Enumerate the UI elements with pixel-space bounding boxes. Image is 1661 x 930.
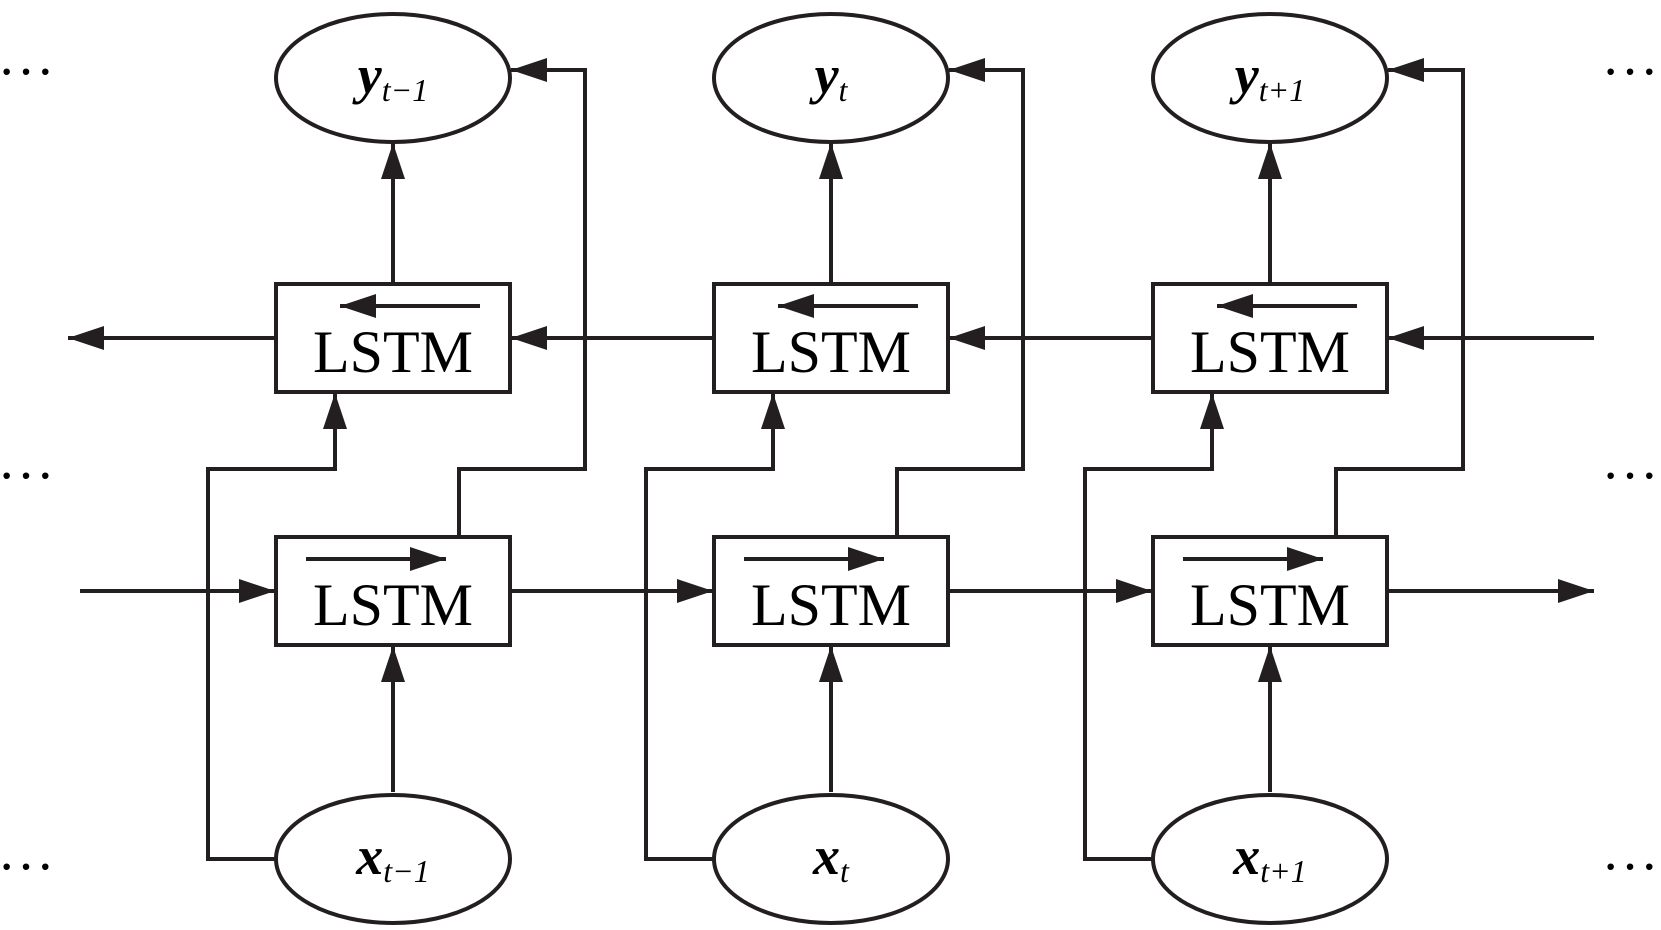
- ellipsis-left-middle: ···: [0, 453, 58, 498]
- output-node: [1151, 12, 1389, 144]
- ellipsis-left-bottom: ···: [0, 844, 58, 889]
- ellipsis-left-top: ···: [0, 49, 58, 94]
- backward-lstm-label: LSTM: [313, 319, 473, 385]
- timestep-group: yt LSTM LSTM xt: [644, 12, 1025, 925]
- input-to-backward-path: [644, 393, 785, 861]
- forward-to-output-path: [1334, 58, 1465, 537]
- ellipsis-right-bottom: ···: [1604, 844, 1661, 889]
- timestep-group: yt+1 LSTM LSTM xt+1: [1083, 12, 1465, 925]
- backward-lstm-label: LSTM: [751, 319, 911, 385]
- ellipsis-right-top: ···: [1604, 49, 1661, 94]
- forward-to-output-path: [895, 58, 1025, 537]
- output-label: yt: [809, 45, 849, 108]
- forward-lstm-label: LSTM: [751, 572, 911, 638]
- backward-lstm-label: LSTM: [1190, 319, 1350, 385]
- forward-lstm-label: LSTM: [313, 572, 473, 638]
- forward-to-output-path: [457, 58, 587, 537]
- input-label: xt−1: [355, 826, 429, 889]
- output-node: [712, 12, 950, 144]
- input-label: xt+1: [1232, 826, 1306, 889]
- input-to-backward-path: [1083, 393, 1224, 861]
- ellipsis-right-middle: ···: [1604, 453, 1661, 498]
- timestep-group: yt−1 LSTM LSTM xt−1: [206, 12, 587, 925]
- forward-lstm-label: LSTM: [1190, 572, 1350, 638]
- input-to-backward-path: [206, 393, 347, 861]
- output-label: yt−1: [352, 45, 428, 108]
- output-label: yt+1: [1229, 45, 1305, 108]
- output-node: [274, 12, 512, 144]
- input-label: xt: [812, 826, 850, 889]
